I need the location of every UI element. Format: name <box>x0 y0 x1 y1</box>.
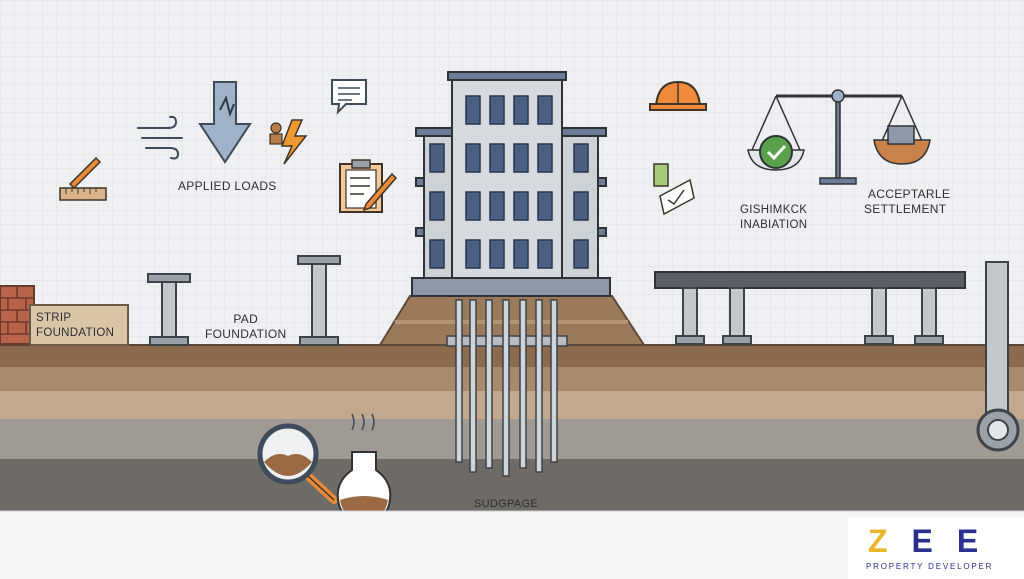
magnifier-icon <box>257 423 338 504</box>
geotechnical-investigation-label: GISHIMKCK INABIATION <box>740 204 808 231</box>
hard-hat-icon <box>649 80 707 111</box>
lightning-icon <box>269 119 308 165</box>
applied-loads-label: APPLIED LOADS <box>178 179 277 193</box>
check-mark-icon <box>759 135 793 169</box>
strip-foundation-block <box>29 304 129 346</box>
clipboard-icon <box>339 159 398 213</box>
subgrade-label: SUDGPAGE <box>474 498 538 510</box>
pipe-icon <box>976 261 1020 452</box>
pad-column-right <box>297 255 341 346</box>
logo-mark-first-letter: Z <box>868 523 912 559</box>
pad-foundation-label: PAD FOUNDATION <box>205 312 287 341</box>
checklist-icon <box>653 163 695 216</box>
logo-subtitle: PROPERTY DEVELOPER <box>866 562 994 571</box>
strip-foundation-label: STRIP FOUNDATION <box>36 312 115 339</box>
ruler-pencil-icon <box>59 156 107 201</box>
logo-mark: ZEE <box>868 523 1002 560</box>
brick-wall-icon <box>0 285 35 345</box>
load-arrow-icon <box>198 81 252 164</box>
chat-bubble-icon <box>331 79 367 115</box>
acceptable-settlement-label: ACCEPTARLE SETTLEMENT <box>864 187 951 216</box>
building <box>411 71 611 297</box>
piles <box>446 299 568 477</box>
brand-logo: ZEE PROPERTY DEVELOPER <box>848 517 1024 579</box>
pad-column-left <box>147 273 191 346</box>
balance-scale-icon <box>747 89 931 185</box>
wind-icon <box>137 115 183 160</box>
soil-layers <box>0 344 1024 511</box>
bridge-deck <box>654 271 966 345</box>
logo-mark-rest: EE <box>911 523 1003 559</box>
